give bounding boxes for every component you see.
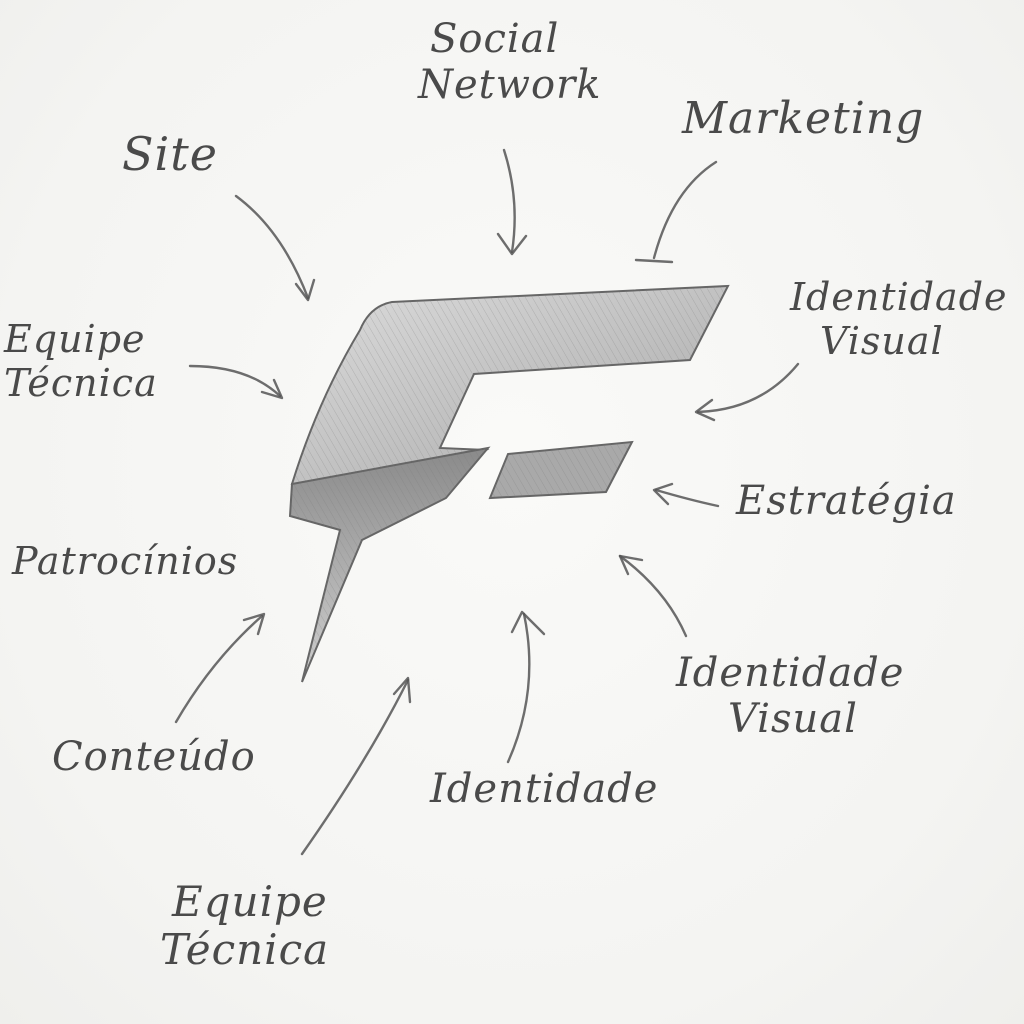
logo-bolt-hatch xyxy=(290,448,488,682)
label-site: Site xyxy=(122,127,218,181)
label-social-network-line1: Social xyxy=(430,16,560,62)
arrow-identidade-visual-top xyxy=(694,362,800,422)
label-equipe-tecnica-bottom-line1: Equipe xyxy=(172,877,328,926)
label-social-network: Social Network xyxy=(418,16,601,108)
label-identidade-visual-top: Identidade Visual xyxy=(790,275,1008,363)
label-marketing: Marketing xyxy=(682,93,925,144)
arrow-site xyxy=(234,194,316,302)
label-patrocinios: Patrocínios xyxy=(12,539,239,583)
label-equipe-tecnica-bottom: Equipe Técnica xyxy=(160,877,330,975)
label-identidade-visual-bottom-line2: Visual xyxy=(728,696,858,742)
arrow-conteudo xyxy=(174,612,266,724)
label-equipe-tecnica-bottom-line2: Técnica xyxy=(160,925,330,975)
arrow-equipe-tecnica-bottom xyxy=(300,676,412,856)
label-identidade-visual-top-line2: Visual xyxy=(820,318,944,363)
logo-crossbar-hatch xyxy=(490,442,632,498)
label-identidade-visual-bottom-line1: Identidade xyxy=(676,650,905,696)
label-estrategia: Estratégia xyxy=(736,478,957,524)
label-identidade: Identidade xyxy=(430,766,659,812)
arrow-estrategia xyxy=(652,482,720,508)
label-conteudo: Conteúdo xyxy=(52,734,256,780)
logo-upper-hatch xyxy=(292,286,728,484)
arrow-marketing xyxy=(634,160,718,264)
label-equipe-tecnica-left-line2: Técnica xyxy=(4,360,158,405)
arrow-identidade xyxy=(506,610,546,764)
arrow-social-network xyxy=(496,148,528,256)
lightning-f-logo-icon xyxy=(288,284,730,683)
label-equipe-tecnica-left: Equipe Técnica xyxy=(4,317,158,405)
label-equipe-tecnica-left-line1: Equipe xyxy=(4,317,146,361)
label-social-network-line2: Network xyxy=(418,62,602,108)
label-identidade-visual-top-line1: Identidade xyxy=(790,275,1008,319)
arrow-identidade-visual-bottom xyxy=(618,554,688,638)
label-identidade-visual-bottom: Identidade Visual xyxy=(676,650,904,742)
arrow-equipe-tecnica-left xyxy=(188,364,284,400)
